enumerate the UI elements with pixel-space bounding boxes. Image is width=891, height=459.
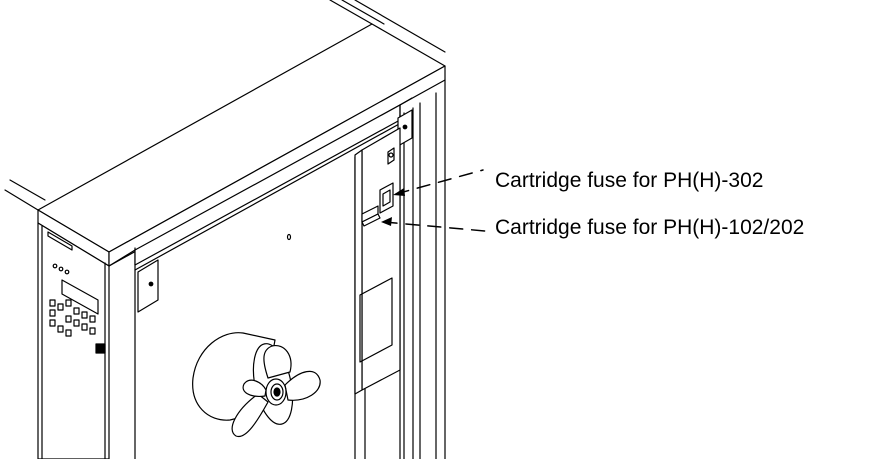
arrowhead-102-202 [381,217,392,226]
leader-line-102-202 [383,221,486,232]
callout-fuse-302: Cartridge fuse for PH(H)-302 [495,169,764,192]
right-frame-column [397,79,446,459]
arrowhead-302 [393,188,405,196]
leader-arrowheads [381,188,405,226]
leader-lines [383,169,486,232]
leader-line-302 [395,169,484,195]
front-door-panel [37,222,136,459]
fan-assembly [192,332,321,438]
callout-fuse-102-202: Cartridge fuse for PH(H)-102/202 [495,216,805,239]
fuse-holder-board [354,127,401,395]
control-panel [47,231,106,354]
